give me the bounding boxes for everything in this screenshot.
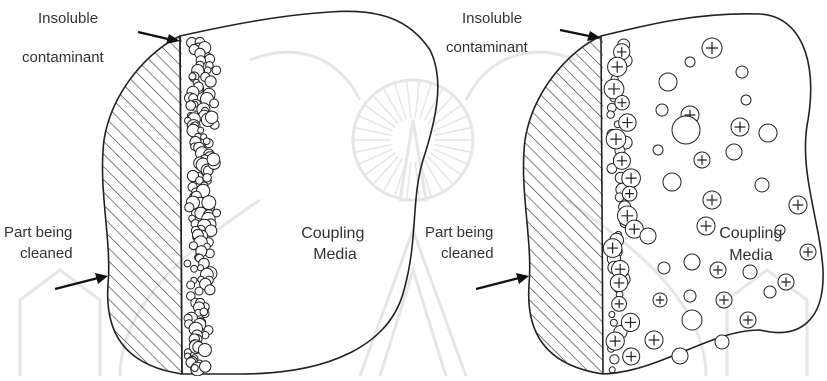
particle-icon [726,144,742,160]
media-label: Coupling Media [301,225,369,263]
particle-icon [189,73,196,80]
particle-icon [764,286,776,298]
particle-icon [200,361,211,372]
arrow-icon [516,273,529,284]
part-hatching [510,30,606,376]
particle-icon [610,355,619,364]
particle-icon [659,73,677,91]
particle-icon [210,99,219,108]
particle-icon [653,145,663,155]
watermark-ray [407,80,411,118]
part-label: Part being cleaned [4,224,77,262]
particle-icon [682,310,702,330]
particle-icon [207,153,220,166]
particle-icon [672,348,688,364]
watermark-ray [383,159,402,192]
particle-icon [191,365,198,372]
particle-icon [607,111,614,118]
particle-icon [202,196,216,210]
dispersed-particles [603,38,816,373]
watermark-ray [420,83,432,119]
watermark-ray [424,88,443,121]
particle-icon [609,312,615,318]
particle-icon [203,138,210,145]
particle-icon [684,290,696,302]
particle-icon [640,228,656,244]
part-arrow [55,278,98,289]
contaminant-label: Insoluble contaminant [446,10,529,56]
particle-icon [610,319,617,326]
particle-icon [198,344,211,357]
part-arrow [476,278,519,289]
particle-icon [212,66,221,75]
particle-icon [715,335,729,349]
particle-icon [205,285,215,295]
particle-icon [195,287,203,295]
media-label: Coupling Media [719,225,787,264]
particle-icon [684,254,700,270]
particle-icon [198,127,204,133]
contaminant-arrow [560,30,589,36]
watermark-ray [395,83,407,119]
contaminant-arrow [138,32,168,39]
contaminant-label: Insoluble contaminant [22,10,105,66]
particle-icon [685,57,695,67]
particle-icon [672,116,700,144]
particle-icon [206,111,218,123]
part-label: Part being cleaned [425,224,498,262]
particle-icon [203,174,211,182]
particle-icon [663,173,681,191]
particle-icon [609,367,615,373]
coupling-media-outline [180,11,438,374]
panel-after: Insoluble contaminant Part being cleaned… [425,10,823,376]
particle-icon [656,104,668,116]
watermark-ray [407,162,411,200]
panel-before: Insoluble contaminant Part being cleaned… [4,10,438,376]
particle-icon [658,262,670,274]
particle-icon [755,178,769,192]
particle-icon [191,265,198,272]
particle-icon [187,281,195,289]
watermark-ray [383,88,402,121]
watermark-ray [415,80,419,118]
particle-icon [184,260,191,267]
particle-icon [736,66,748,78]
arrow-icon [95,273,108,284]
particle-icon [200,308,208,316]
particle-icon [205,76,216,87]
particle-icon [741,95,751,105]
part-hatching [90,30,185,376]
particle-icon [186,101,196,111]
particle-icon [743,265,757,279]
contaminant-particles [184,37,221,376]
particle-icon [213,209,221,217]
watermark-ray [424,159,443,192]
particle-icon [759,124,777,142]
